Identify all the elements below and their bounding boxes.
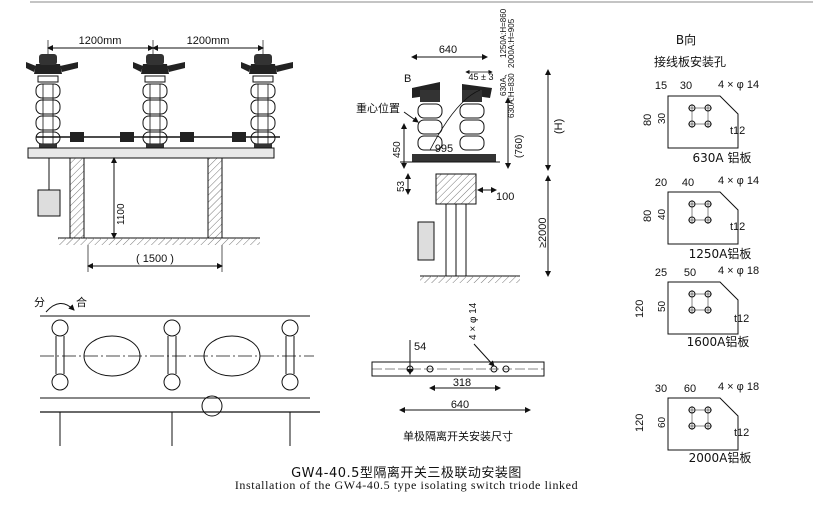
terminal-plates: B向 接线板安装孔 15 30 80 30 4 × φ 14 t12 630A …: [634, 32, 759, 465]
plate-2000a-w1: 30: [655, 383, 667, 395]
plate-2000a-h1: 120: [634, 414, 646, 432]
side-note-630-2: 630A:H=830: [507, 73, 516, 118]
mount-caption: 单极隔离开关安装尺寸: [403, 429, 513, 443]
plate-630a-w2: 30: [680, 80, 692, 92]
plate-630a-w1: 15: [655, 80, 667, 92]
plate-630a-label: 630A 铝板: [693, 150, 752, 165]
plate-1250a: 20 40 80 40 4 × φ 14 t12 1250A铝板: [642, 175, 759, 261]
mount-view: 54 4 × φ 14 318 640 单极隔离开关安装尺寸: [371, 302, 545, 443]
side-dim-offset: 45 ± 3: [469, 72, 494, 82]
side-dim-450: 450: [392, 141, 403, 158]
plate-2000a-h2: 60: [657, 416, 668, 428]
plate-630a-h2: 30: [657, 112, 668, 124]
figure-title-cn: GW4-40.5型隔离开关三极联动安装图: [291, 466, 522, 481]
side-dim-width: 640: [439, 44, 457, 56]
plate-1600a-w2: 50: [684, 267, 696, 279]
side-dim-760: (760): [514, 135, 525, 158]
side-dim-995: 995: [435, 143, 453, 155]
plate-1250a-label: 1250A铝板: [689, 246, 752, 261]
plate-1250a-t: t12: [730, 221, 745, 233]
side-note-1250: 1250A:H=860: [499, 8, 508, 58]
plate-2000a-hole: 4 × φ 18: [718, 381, 759, 393]
side-note-630-1: 630A、: [499, 69, 508, 96]
plates-header: B向: [676, 32, 696, 47]
plan-view: 分 合: [34, 295, 320, 446]
mount-dim-640: 640: [451, 399, 469, 411]
plate-2000a: 30 60 120 60 4 × φ 18 t12 2000A铝板: [634, 381, 759, 465]
side-note-2000: 2000A:H=905: [507, 18, 516, 68]
plate-1600a-h1: 120: [634, 300, 646, 318]
plate-630a-hole: 4 × φ 14: [718, 79, 759, 91]
plate-1600a-label: 1600A铝板: [687, 334, 750, 349]
plate-1250a-h1: 80: [642, 210, 654, 222]
plate-1600a-h2: 50: [657, 300, 668, 312]
plate-630a-h1: 80: [642, 114, 654, 126]
plate-2000a-w2: 60: [684, 383, 696, 395]
side-view: 640 45 ± 3 B 630A、 630A:H=830 1250A:H=86…: [356, 8, 565, 283]
plate-2000a-label: 2000A铝板: [689, 450, 752, 465]
figure-title-en: Installation of the GW4-40.5 type isolat…: [234, 478, 579, 492]
front-dim-left: 1200mm: [79, 35, 122, 47]
plate-1600a-hole: 4 × φ 18: [718, 265, 759, 277]
front-view: 1200mm 1200mm 1100 ( 1500 ): [25, 35, 294, 272]
plate-1250a-h2: 40: [657, 208, 668, 220]
side-dim-100: 100: [496, 191, 514, 203]
plate-1250a-hole: 4 × φ 14: [718, 175, 759, 187]
side-dim-53: 53: [396, 180, 407, 192]
mount-dim-54: 54: [414, 341, 426, 353]
mount-dim-318: 318: [453, 377, 471, 389]
plate-1600a-t: t12: [734, 313, 749, 325]
plate-630a-t: t12: [730, 125, 745, 137]
side-dim-h: (H): [553, 119, 565, 134]
front-dim-height: 1100: [116, 203, 127, 225]
side-dim-2000: ≥2000: [537, 217, 549, 248]
mount-dim-hole: 4 × φ 14: [468, 302, 479, 340]
plate-1600a-w1: 25: [655, 267, 667, 279]
plate-2000a-t: t12: [734, 427, 749, 439]
front-dim-right: 1200mm: [187, 35, 230, 47]
plate-1600a: 25 50 120 50 4 × φ 18 t12 1600A铝板: [634, 265, 759, 349]
plate-1250a-w2: 40: [682, 177, 694, 189]
plates-subheader: 接线板安装孔: [654, 54, 726, 69]
plate-630a: 15 30 80 30 4 × φ 14 t12 630A 铝板: [642, 79, 759, 165]
side-label-b: B: [404, 73, 411, 85]
plan-label-close: 合: [76, 295, 87, 309]
plate-1250a-w1: 20: [655, 177, 667, 189]
side-label-cog: 重心位置: [356, 101, 400, 115]
plan-label-open: 分: [34, 296, 45, 309]
front-dim-base: ( 1500 ): [136, 253, 174, 265]
